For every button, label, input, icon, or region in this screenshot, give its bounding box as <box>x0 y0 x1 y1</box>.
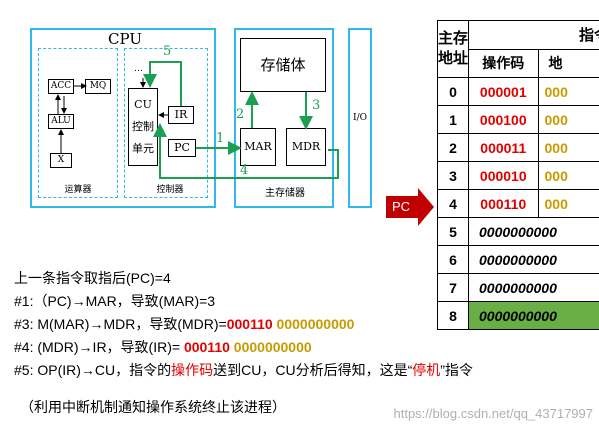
table-row: 7 0000000000 <box>436 273 599 302</box>
row-addr: 4 <box>436 189 470 218</box>
row-data: 0000000000 <box>468 245 599 274</box>
arrow-4 <box>159 149 339 179</box>
row-addr: 1 <box>436 105 470 134</box>
table-row: 3 000010 000 <box>436 161 599 190</box>
step4-text: #4: (MDR)→IR，导致(IR)= <box>14 339 184 355</box>
row-data: 0000000000 <box>468 273 599 302</box>
row-rest: 000 <box>537 189 599 218</box>
step4-addr: 0000000000 <box>229 339 312 355</box>
table-row: 4 000110 000 <box>436 189 599 218</box>
cu-dots: … <box>134 64 143 74</box>
row-addr: 2 <box>436 133 470 162</box>
step-line-0: 上一条指令取指后(PC)=4 <box>14 270 171 286</box>
row-addr: 8 <box>436 301 470 330</box>
row-rest: 000 <box>537 161 599 190</box>
controller-area <box>124 48 208 198</box>
row-addr: 5 <box>436 217 470 246</box>
watermark: https://blog.csdn.net/qq_43717997 <box>393 406 594 421</box>
cpu-title: CPU <box>108 30 142 48</box>
row-addr: 7 <box>436 273 470 302</box>
row-addr: 3 <box>436 161 470 190</box>
arrow-label-4: 4 <box>240 163 249 178</box>
header-instr: 指令 <box>468 20 599 50</box>
table-row: 6 0000000000 <box>436 245 599 274</box>
row-opcode: 000001 <box>468 77 539 106</box>
step3-text: #3: M(MAR)→MDR，导致(MDR)= <box>14 316 227 332</box>
table-row: 0 000001 000 <box>436 77 599 106</box>
pc-register: PC <box>168 139 196 157</box>
row-addr: 0 <box>436 77 470 106</box>
cpu-block <box>30 28 216 208</box>
arrow-label-5: 5 <box>163 44 172 59</box>
row-data-highlight: 0000000000 <box>468 301 599 330</box>
acc-register: ACC <box>48 79 74 94</box>
step5-text-b: 送到CU，CU分析后得知，这是“ <box>213 362 413 378</box>
arrow-5 <box>143 61 182 106</box>
step3-addr: 0000000000 <box>272 316 355 332</box>
arrow-label-1: 1 <box>216 131 225 146</box>
row-opcode: 000110 <box>468 189 539 218</box>
step-line-6: （利用中断机制通知操作系统终止该进程） <box>20 399 286 415</box>
cu-label: CU 控制 单元 <box>132 98 154 155</box>
header-opcode: 操作码 <box>468 48 539 78</box>
step5-halt-word: 停机 <box>412 362 441 378</box>
alu-area <box>38 48 118 198</box>
step-line-3: #3: M(MAR)→MDR，导致(MDR)=000110 0000000000 <box>14 314 354 334</box>
mar-register: MAR <box>240 128 276 166</box>
step-line-4: #4: (MDR)→IR，导致(IR)= 000110 0000000000 <box>14 337 312 357</box>
mq-register: MQ <box>85 79 111 94</box>
step-line-1: #1:（PC)→MAR，导致(MAR)=3 <box>14 293 216 309</box>
arrow-label-2: 2 <box>236 107 245 122</box>
main-memory-label: 主存储器 <box>265 188 305 199</box>
step4-opcode: 000110 <box>183 339 230 355</box>
mdr-register: MDR <box>286 128 326 166</box>
table-row: 8 0000000000 <box>436 301 599 330</box>
table-row: 5 0000000000 <box>436 217 599 246</box>
ir-register: IR <box>168 106 194 124</box>
memory-table: 主存 地址 指令 操作码 地 0 000001 000 1 000100 000… <box>436 20 599 330</box>
step3-opcode: 000110 <box>226 316 273 332</box>
header-addr-code: 地 <box>537 48 599 78</box>
row-rest: 000 <box>537 105 599 134</box>
pc-pointer-label: PC <box>392 199 411 214</box>
row-opcode: 000011 <box>468 133 539 162</box>
row-opcode: 000100 <box>468 105 539 134</box>
pc-pointer <box>386 188 434 226</box>
row-addr: 6 <box>436 245 470 274</box>
main-memory-block <box>234 28 334 208</box>
alu-register: ALU <box>48 114 74 129</box>
table-row: 2 000011 000 <box>436 133 599 162</box>
x-register: X <box>50 153 72 168</box>
step-line-5: #5: OP(IR)→CU，指令的操作码送到CU，CU分析后得知，这是“停机”指… <box>14 360 473 380</box>
row-data: 0000000000 <box>468 217 599 246</box>
header-addr: 主存 地址 <box>436 20 470 78</box>
io-block: I/O <box>348 28 372 208</box>
row-opcode: 000010 <box>468 161 539 190</box>
arrow-label-3: 3 <box>312 98 321 113</box>
row-rest: 000 <box>537 77 599 106</box>
table-row: 1 000100 000 <box>436 105 599 134</box>
step5-text-c: ”指令 <box>440 362 473 378</box>
controller-label: 控制器 <box>156 185 184 195</box>
step5-opcode-word: 操作码 <box>171 362 214 378</box>
storage-body: 存储体 <box>240 38 326 92</box>
row-rest: 000 <box>537 133 599 162</box>
step5-text-a: #5: OP(IR)→CU，指令的 <box>14 362 172 378</box>
alu-unit-label: 运算器 <box>64 185 92 195</box>
